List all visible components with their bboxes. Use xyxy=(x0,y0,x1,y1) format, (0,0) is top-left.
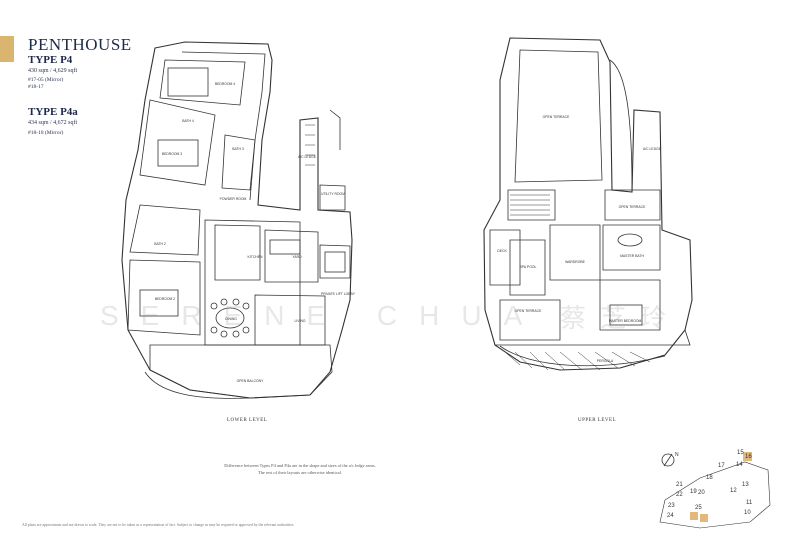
room-spa-pool: SPA POOL xyxy=(520,265,537,269)
keyplan-block-10: 10 xyxy=(744,510,751,516)
room-living: LIVING xyxy=(294,319,305,323)
room-bedroom4: BEDROOM 4 xyxy=(215,82,235,86)
type-p4-heading: TYPE P4 xyxy=(28,54,73,66)
room-private-lift: PRIVATE LIFT LOBBY xyxy=(321,292,356,296)
keyplan-block-25: 25 xyxy=(695,505,702,511)
room-powder: POWDER ROOM xyxy=(220,197,247,201)
room-deck: DECK xyxy=(497,249,507,253)
keyplan-block-17: 17 xyxy=(718,463,725,469)
room-utility: UTILITY ROOM xyxy=(321,192,345,196)
keyplan-block-24: 24 xyxy=(667,513,674,519)
type-p4a-area: 434 sqm / 4,672 sqft xyxy=(28,120,78,126)
section-marker xyxy=(0,36,14,62)
room-bath4: BATH 4 xyxy=(182,119,194,123)
keyplan-block-18: 18 xyxy=(706,475,713,481)
room-ac-ledge-lower: A/C LEDGE xyxy=(298,155,317,159)
room-open-terrace: OPEN TERRACE xyxy=(543,115,570,119)
room-open-terrace-3: OPEN TERRACE xyxy=(515,309,542,313)
lower-level-label: LOWER LEVEL xyxy=(227,418,268,423)
type-p4a-units: #18-18 (Mirror) xyxy=(28,130,64,136)
watermark-text: SERENE CHUA xyxy=(100,300,545,331)
room-open-balcony: OPEN BALCONY xyxy=(237,379,264,383)
north-label: N xyxy=(675,452,679,458)
keyplan-block-14: 14 xyxy=(736,462,743,468)
keyplan-block-21: 21 xyxy=(676,482,683,488)
room-bedroom3: BEDROOM 3 xyxy=(162,152,182,156)
type-p4-units-2: #18-17 xyxy=(28,84,44,90)
keyplan-block-11: 11 xyxy=(746,500,753,506)
room-ac-ledge-upper: A/C LEDGE xyxy=(643,147,662,151)
keyplan-block-12: 12 xyxy=(730,488,737,494)
room-pergola: PERGOLA xyxy=(597,359,614,363)
room-master-bath: MASTER BATH xyxy=(620,254,644,258)
room-master-bedroom: MASTER BEDROOM xyxy=(609,319,642,323)
keyplan-block-16: 16 xyxy=(745,454,752,460)
room-kitchen: KITCHEN xyxy=(248,255,263,259)
page-title: PENTHOUSE xyxy=(28,35,132,54)
room-dining: DINING xyxy=(225,317,237,321)
room-bath2: BATH 2 xyxy=(154,242,166,246)
keyplan-block-13: 13 xyxy=(742,482,749,488)
upper-level-label: UPPER LEVEL xyxy=(578,418,617,423)
footer-disclaimer: All plans are approximate and not drawn … xyxy=(22,523,295,527)
room-yard: YARD xyxy=(292,255,302,259)
note-line-1: Difference between Types P4 and P4a are … xyxy=(224,463,376,468)
room-wardrobe: WARDROBE xyxy=(565,260,586,264)
room-bedroom2: BEDROOM 2 xyxy=(155,297,175,301)
keyplan-block-23: 23 xyxy=(668,503,675,509)
note-line-2: The rest of their layouts are otherwise … xyxy=(258,470,342,475)
keyplan-block-19: 19 xyxy=(690,489,697,495)
keyplan-block-15: 15 xyxy=(737,450,744,456)
room-bath3: BATH 3 xyxy=(232,147,244,151)
keyplan-block-22: 22 xyxy=(676,492,683,498)
room-open-terrace-2: OPEN TERRACE xyxy=(619,205,646,209)
keyplan-block-20: 20 xyxy=(698,490,705,496)
watermark-cjk: 蔡芝玲 xyxy=(560,304,681,333)
type-p4-area: 430 sqm / 4,629 sqft xyxy=(28,68,78,74)
type-p4-units: #17-05 (Mirror) xyxy=(28,77,64,83)
type-p4a-heading: TYPE P4a xyxy=(28,106,78,118)
